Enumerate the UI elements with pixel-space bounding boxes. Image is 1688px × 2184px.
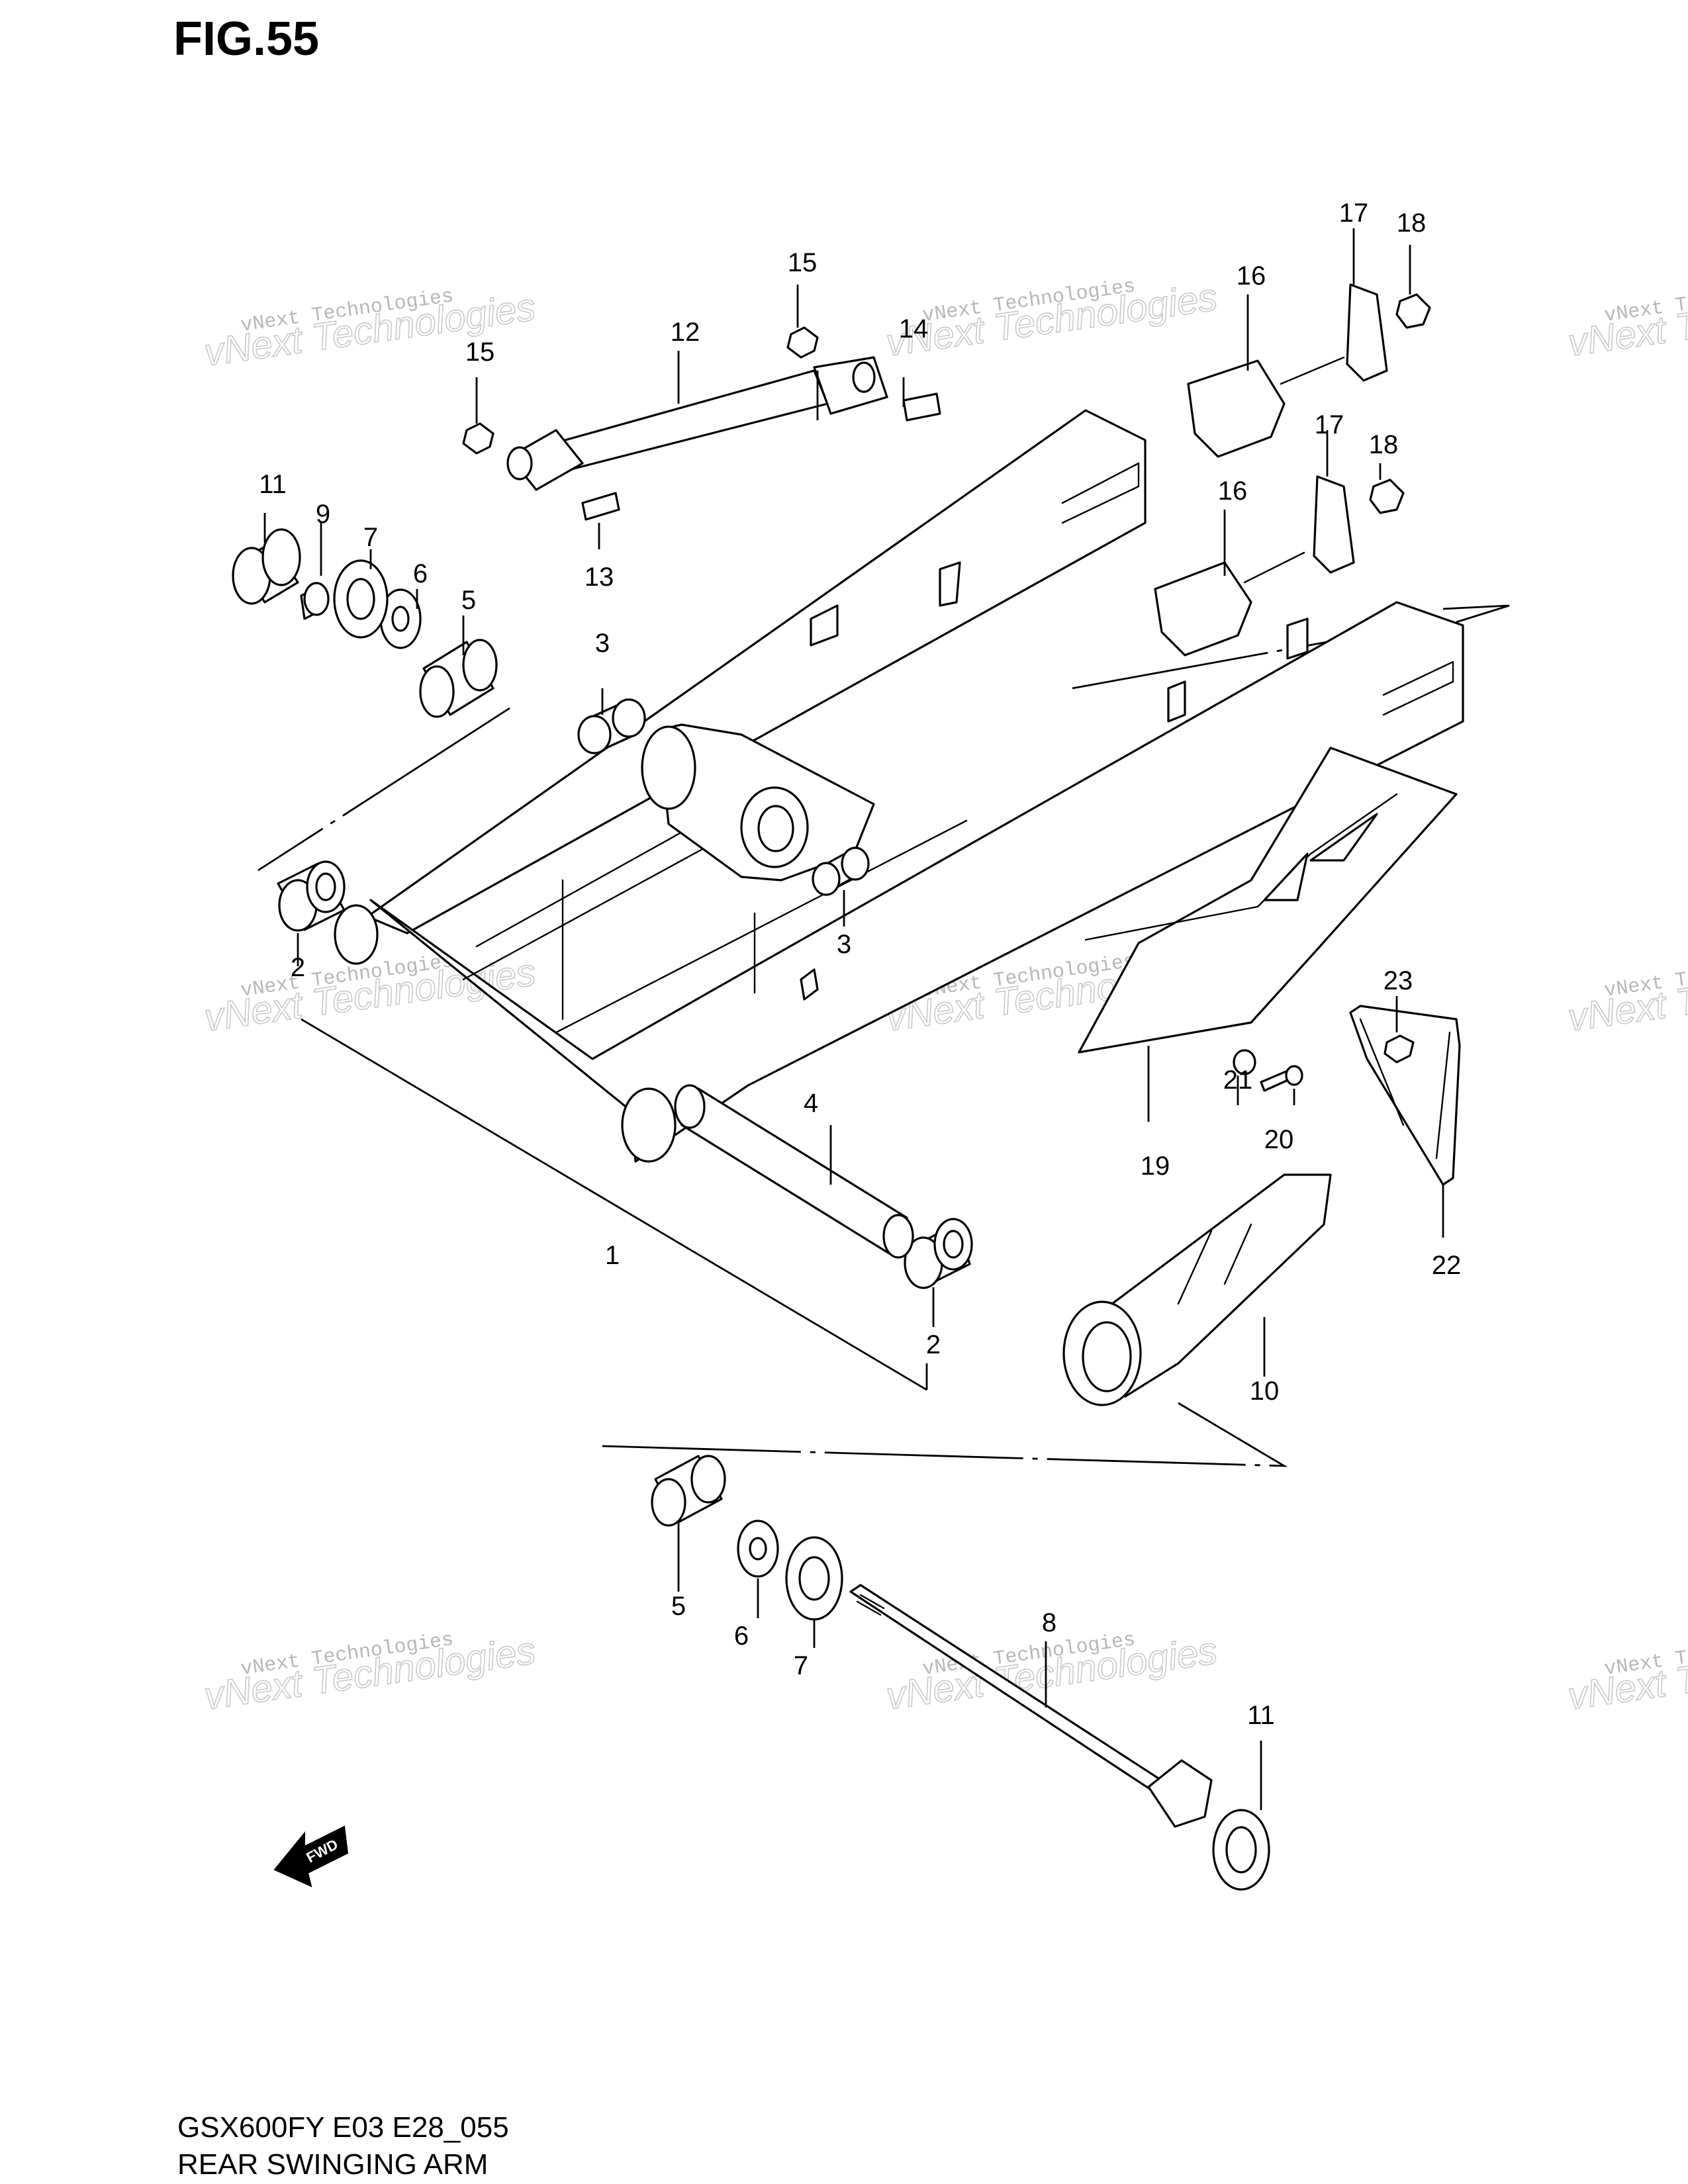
watermark-right-mid: vNext Technologies vNext Technologies xyxy=(1565,950,1688,1040)
watermark-right-low: vNext Technologies vNext Technologies xyxy=(1565,1628,1688,1718)
watermarks: vNext Technologies vNext Technologies vN… xyxy=(201,275,1688,1718)
callout-3-lower: 3 xyxy=(837,930,851,959)
callout-11-upper: 11 xyxy=(259,470,287,499)
svg-text:vNext Technologies: vNext Technologies xyxy=(1566,1629,1688,1718)
bracket-assembly xyxy=(1349,1005,1461,1186)
callout-6-upper: 6 xyxy=(413,559,428,588)
callout-11-lower: 11 xyxy=(1247,1701,1275,1730)
screw-and-washer xyxy=(1233,1049,1303,1092)
watermark-low-left: vNext Technologies vNext Technologies xyxy=(201,1628,539,1718)
bushing-left xyxy=(277,860,346,932)
swing-arm xyxy=(334,409,1464,1163)
axis-lines xyxy=(258,604,1510,1467)
callout-6-lower: 6 xyxy=(734,1621,749,1651)
svg-text:vNext Technologies: vNext Technologies xyxy=(1566,275,1688,365)
figure-name: REAR SWINGING ARM xyxy=(177,2148,489,2181)
leader-lines xyxy=(263,228,1444,1810)
callout-9: 9 xyxy=(316,500,330,529)
watermark-top-center: vNext Technologies vNext Technologies xyxy=(883,275,1221,365)
watermark-right-top: vNext Technologies vNext Technologies xyxy=(1565,275,1688,365)
callout-20: 20 xyxy=(1264,1125,1294,1154)
model-code: GSX600FY E03 E28_055 xyxy=(177,2111,509,2144)
callout-5-upper: 5 xyxy=(461,586,476,615)
callout-8: 8 xyxy=(1042,1608,1056,1637)
callout-7-lower: 7 xyxy=(794,1651,808,1680)
callout-2-right: 2 xyxy=(926,1330,941,1359)
callout-18-upper: 18 xyxy=(1397,208,1427,238)
collar-upper xyxy=(577,698,646,754)
left-hardware xyxy=(232,528,498,718)
callout-numbers: 1 2 2 3 3 4 5 5 6 6 7 7 8 9 10 11 11 12 … xyxy=(259,199,1461,1730)
forward-arrow-icon: FWD xyxy=(273,1825,349,1888)
callout-21: 21 xyxy=(1223,1066,1253,1095)
torque-link xyxy=(462,326,941,521)
callout-16-lower: 16 xyxy=(1218,477,1248,506)
callout-17-lower: 17 xyxy=(1315,410,1344,439)
chain-adjuster-upper xyxy=(1187,283,1431,458)
callout-16-upper: 16 xyxy=(1237,261,1266,291)
callout-4: 4 xyxy=(804,1089,818,1118)
bushing-right xyxy=(904,1218,973,1289)
callout-18-lower: 18 xyxy=(1369,430,1399,459)
callout-3-upper: 3 xyxy=(595,629,610,658)
callout-15-left: 15 xyxy=(465,338,495,367)
callout-1: 1 xyxy=(605,1241,620,1270)
callout-22: 22 xyxy=(1432,1251,1462,1280)
callout-10: 10 xyxy=(1250,1377,1280,1406)
pivot-tube xyxy=(674,1084,914,1259)
chain-adjuster-lower xyxy=(1154,475,1405,657)
collar-lower xyxy=(812,846,870,896)
callout-15-upper: 15 xyxy=(788,248,818,277)
callout-12: 12 xyxy=(671,318,700,347)
callout-7-upper: 7 xyxy=(363,523,378,552)
callout-2-left: 2 xyxy=(291,953,305,982)
callout-17-upper: 17 xyxy=(1339,199,1369,228)
callout-5-lower: 5 xyxy=(671,1592,686,1621)
svg-text:vNext Technologies: vNext Technologies xyxy=(1566,950,1688,1040)
callout-19: 19 xyxy=(1141,1152,1170,1181)
figure-title: FIG.55 xyxy=(173,13,320,66)
callout-14: 14 xyxy=(899,314,929,343)
lower-hardware xyxy=(651,1455,1270,1891)
callout-13: 13 xyxy=(585,563,614,592)
chain-guard xyxy=(1062,1173,1332,1406)
callout-23: 23 xyxy=(1383,966,1413,995)
